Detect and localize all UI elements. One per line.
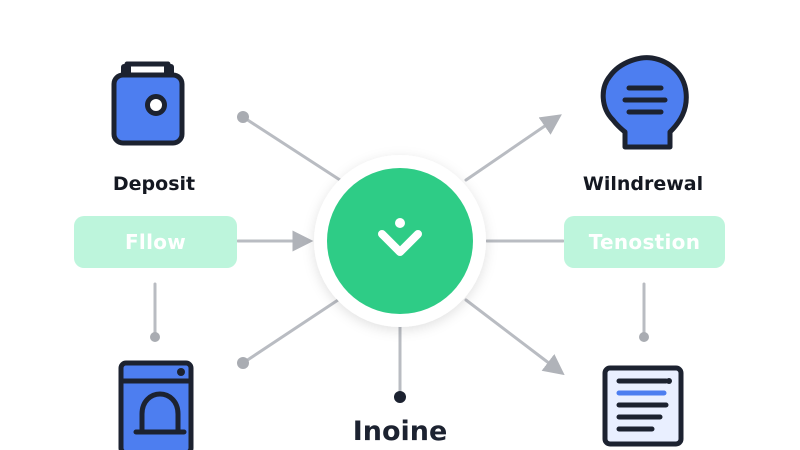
bag-icon xyxy=(111,61,185,146)
connector-dot xyxy=(150,332,160,342)
connectors xyxy=(153,114,646,398)
deposit-label: Deposit xyxy=(112,173,196,195)
document-lines-icon xyxy=(602,365,684,447)
connector-hub-bottom-left xyxy=(241,298,340,365)
connector-dot xyxy=(639,332,649,342)
withdrawal-label: Wilndrewal xyxy=(582,173,704,195)
connector-deposit-hub xyxy=(241,115,342,182)
connector-dot xyxy=(237,111,249,123)
connector-dot xyxy=(394,391,406,403)
connector-dots xyxy=(150,111,649,403)
connector-hub-withdrawal xyxy=(464,114,562,182)
hub-node xyxy=(314,155,486,327)
hub-circle xyxy=(327,168,473,314)
connector-hub-bottom-right xyxy=(464,298,565,376)
connector-dot xyxy=(237,357,249,369)
device-screen-icon xyxy=(118,360,194,450)
chevron-check-icon xyxy=(378,218,422,256)
bottom-node-label: Inoine xyxy=(352,416,448,447)
flow-pill: Fllow xyxy=(74,216,237,268)
receipt-list-icon xyxy=(600,55,689,150)
transaction-pill: Tenostion xyxy=(564,216,725,268)
